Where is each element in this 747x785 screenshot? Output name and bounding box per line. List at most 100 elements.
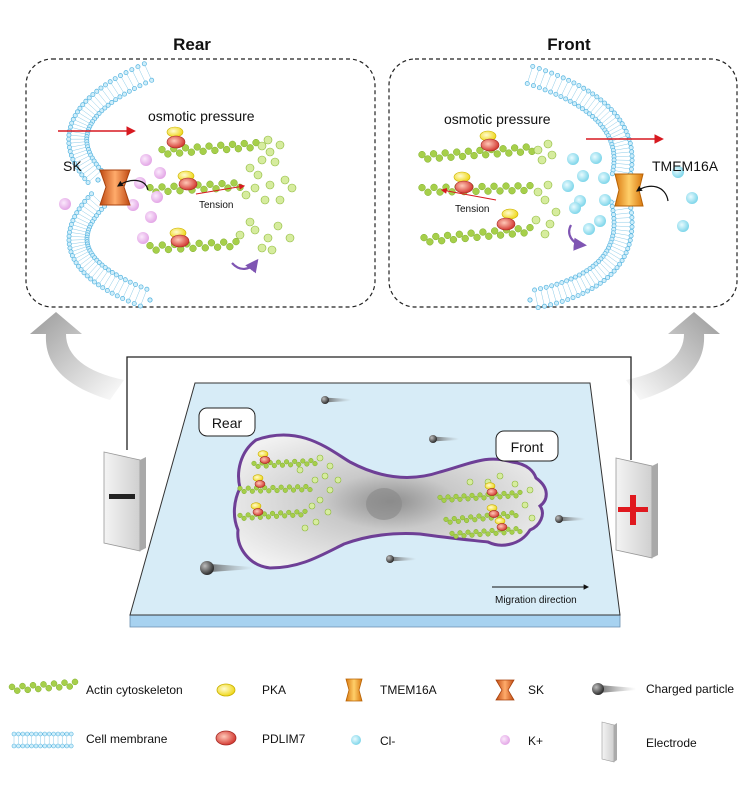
lipid-head [68,743,74,749]
lipid-head [564,278,570,284]
actin-bead [292,458,298,464]
actin-bead [290,487,297,493]
actin-bead [294,509,300,515]
lipid-head [149,77,155,83]
actin-bead [464,518,470,524]
lipid-tail [78,213,91,221]
pdlim7-icon [254,480,266,488]
lipid-tail [566,84,574,98]
actin-bead [265,514,271,520]
actin-bead [302,508,308,514]
lipid-tail [587,98,596,110]
actin-bead [457,530,463,536]
lipid-head [69,120,75,126]
actin-bead [505,493,511,499]
lipid-tail [616,225,631,227]
front-panel-title: Front [547,35,591,54]
actin-filament [420,223,534,246]
actin-bead [510,144,519,152]
cell-rear-label: Rear [212,415,243,431]
lipid-tail [556,79,563,93]
lipid-tail [608,251,621,260]
lipid-head [82,176,88,182]
actin-monomer [245,163,255,173]
lipid-head [589,286,595,292]
lipid-head [20,743,26,749]
actin-bead [473,529,479,535]
actin-bead [226,243,234,251]
charged-particle-icon [386,555,416,563]
lipid-tail [580,276,587,290]
lipid-head [80,102,86,108]
lipid-head [38,731,43,737]
lipid-head [566,77,572,83]
lipid-head [141,61,147,67]
lipid-head [118,73,123,79]
lipid-head [29,731,34,737]
front-protrusion-arrow [568,224,587,251]
lipid-head [554,281,560,287]
legend-pdlim7-label: PDLIM7 [262,732,306,746]
actin-bead [158,183,166,191]
lipid-head [107,79,113,85]
legend-membrane-icon [11,731,74,749]
actin-bead [485,232,493,240]
lipid-tail [74,152,88,159]
lipid-head [628,233,634,239]
k-ion-icon [137,232,149,244]
lipid-tail [608,124,621,133]
actin-bead [45,684,52,692]
front-tension-arrow [440,187,497,201]
lipid-head [68,731,74,737]
actin-bead [461,493,467,499]
lipid-head [563,96,569,102]
lipid-head [123,70,129,76]
lipid-head [102,82,108,88]
actin-bead [230,179,238,187]
actin-monomer [316,454,324,462]
lipid-tail [85,261,96,272]
lipid-head [629,210,634,216]
lipid-head [629,149,635,155]
actin-bead [470,151,478,160]
cl-ion-icon [583,223,595,235]
actin-bead [449,235,458,244]
lipid-head [88,276,94,282]
lipid-head [597,280,603,286]
lipid-tail [89,171,101,182]
cl-ion-icon [569,202,581,214]
actin-bead [24,686,31,694]
lipid-head [96,210,102,216]
lipid-head [530,83,536,89]
actin-filament [418,181,534,196]
lipid-head [114,293,120,299]
lipid-head [11,731,17,737]
rear-actin-filaments [146,126,297,255]
actin-bead [199,147,207,155]
actin-monomer [543,180,553,190]
lipid-head [74,109,80,115]
lipid-head [66,241,72,247]
actin-monomer [265,147,275,157]
legend-actin-label: Actin cytoskeleton [86,683,183,697]
lipid-head [64,743,70,749]
actin-bead [480,516,486,522]
lipid-tail [70,141,85,144]
actin-monomer [521,501,529,509]
actin-bead [146,241,154,250]
actin-bead [282,513,288,519]
lipid-tail [128,286,135,300]
lipid-tail [609,248,623,256]
actin-bead [499,145,507,153]
lipid-head [66,136,72,142]
lipid-head [135,64,141,70]
lipid-head [147,297,153,303]
lipid-head [133,282,138,287]
particle-trail [559,516,585,522]
lipid-tail [557,286,562,300]
lipid-head [84,273,90,279]
lipid-tail [95,268,105,281]
lipid-head [560,75,566,81]
lipid-tail [599,262,610,274]
actin-bead [420,233,428,242]
